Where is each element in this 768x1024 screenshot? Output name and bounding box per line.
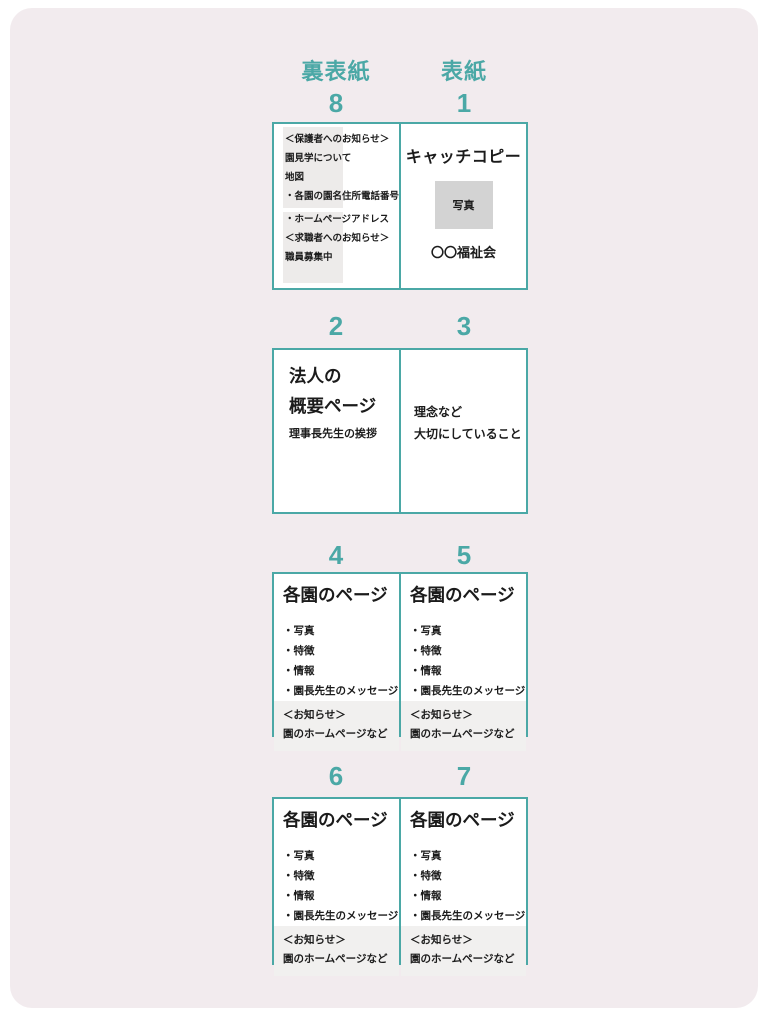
garden-bullet-features: ・特徴 bbox=[410, 870, 442, 882]
garden-page-title: 各園のページ bbox=[410, 585, 515, 605]
garden-page-title: 各園のページ bbox=[283, 810, 388, 830]
photo-placeholder: 写真 bbox=[434, 181, 493, 229]
garden-notice-title: ＜お知らせ＞ bbox=[410, 709, 473, 721]
catchcopy-text: キャッチコピー bbox=[405, 149, 522, 166]
page-number-7: 7 bbox=[456, 761, 472, 791]
philosophy-line1: 理念など bbox=[414, 405, 463, 419]
back-cover-line: ＜保護者へのお知らせ＞ bbox=[285, 134, 390, 145]
garden-notice-section: ＜お知らせ＞ 園のホームページなど bbox=[274, 926, 399, 976]
spread-back-front-cover: ＜保護者へのお知らせ＞ 園見学について 地図 ・各園の園名住所電話番号 ・ホーム… bbox=[272, 122, 528, 290]
garden-bullet-photo: ・写真 bbox=[283, 625, 315, 637]
garden-notice-section: ＜お知らせ＞ 園のホームページなど bbox=[274, 701, 399, 751]
page-1-front-cover: キャッチコピー 写真 〇〇福祉会 bbox=[401, 124, 526, 288]
page-5-garden: 各園のページ ・写真 ・特徴 ・情報 ・園長先生のメッセージ ＜お知らせ＞ 園の… bbox=[401, 574, 526, 751]
spread-4-5: 各園のページ ・写真 ・特徴 ・情報 ・園長先生のメッセージ ＜お知らせ＞ 園の… bbox=[272, 572, 528, 751]
back-cover-line: ＜求職者へのお知らせ＞ bbox=[285, 233, 390, 244]
page-number-8: 8 bbox=[328, 88, 344, 118]
page-number-2: 2 bbox=[328, 311, 344, 341]
garden-page-title: 各園のページ bbox=[410, 810, 515, 830]
page-number-3: 3 bbox=[456, 311, 472, 341]
chairman-greeting-text: 理事長先生の挨拶 bbox=[289, 428, 377, 440]
garden-bullet-message: ・園長先生のメッセージ bbox=[283, 910, 399, 922]
page-number-4: 4 bbox=[328, 540, 344, 570]
garden-notice-section: ＜お知らせ＞ 園のホームページなど bbox=[401, 701, 526, 751]
garden-bullet-features: ・特徴 bbox=[410, 645, 442, 657]
page-6-garden: 各園のページ ・写真 ・特徴 ・情報 ・園長先生のメッセージ ＜お知らせ＞ 園の… bbox=[274, 799, 401, 976]
garden-notice-body: 園のホームページなど bbox=[410, 953, 515, 965]
page-numbers-6-7: 6 7 bbox=[272, 761, 528, 792]
page-number-1: 1 bbox=[456, 88, 472, 118]
garden-bullet-info: ・情報 bbox=[283, 665, 315, 677]
back-cover-line: ・ホームページアドレス bbox=[285, 214, 390, 225]
cover-labels-row: 裏表紙 表紙 bbox=[272, 54, 528, 86]
garden-bullet-photo: ・写真 bbox=[410, 625, 442, 637]
garden-notice-body: 園のホームページなど bbox=[283, 728, 388, 740]
corporate-overview-title: 法人の 概要ページ bbox=[289, 361, 376, 421]
front-cover-label: 表紙 bbox=[440, 59, 487, 84]
philosophy-text: 理念など 大切にしていること bbox=[414, 401, 522, 445]
garden-page-bullets: ・写真 ・特徴 ・情報 ・園長先生のメッセージ bbox=[410, 846, 526, 926]
garden-bullet-features: ・特徴 bbox=[283, 870, 315, 882]
philosophy-line2: 大切にしていること bbox=[414, 427, 522, 441]
page-numbers-4-5: 4 5 bbox=[272, 540, 528, 571]
garden-bullet-features: ・特徴 bbox=[283, 645, 315, 657]
page-3-philosophy: 理念など 大切にしていること bbox=[401, 350, 526, 512]
garden-bullet-message: ・園長先生のメッセージ bbox=[410, 685, 526, 697]
garden-bullet-message: ・園長先生のメッセージ bbox=[283, 685, 399, 697]
page-number-5: 5 bbox=[456, 540, 472, 570]
highlight-block-bottom bbox=[283, 212, 343, 283]
garden-notice-body: 園のホームページなど bbox=[283, 953, 388, 965]
garden-bullet-info: ・情報 bbox=[283, 890, 315, 902]
garden-page-bullets: ・写真 ・特徴 ・情報 ・園長先生のメッセージ bbox=[410, 621, 526, 701]
back-cover-line: 職員募集中 bbox=[285, 252, 333, 263]
garden-bullet-photo: ・写真 bbox=[410, 850, 442, 862]
corporate-overview-title-line2: 概要ページ bbox=[289, 396, 377, 416]
back-cover-line: 園見学について bbox=[285, 153, 352, 164]
garden-notice-title: ＜お知らせ＞ bbox=[410, 934, 473, 946]
spread-6-7: 各園のページ ・写真 ・特徴 ・情報 ・園長先生のメッセージ ＜お知らせ＞ 園の… bbox=[272, 797, 528, 976]
garden-bullet-message: ・園長先生のメッセージ bbox=[410, 910, 526, 922]
back-cover-line: 地図 bbox=[285, 172, 305, 183]
page-7-garden: 各園のページ ・写真 ・特徴 ・情報 ・園長先生のメッセージ ＜お知らせ＞ 園の… bbox=[401, 799, 526, 976]
page-8-back-cover: ＜保護者へのお知らせ＞ 園見学について 地図 ・各園の園名住所電話番号 ・ホーム… bbox=[274, 124, 401, 288]
garden-notice-body: 園のホームページなど bbox=[410, 728, 515, 740]
back-cover-label: 裏表紙 bbox=[301, 59, 371, 84]
garden-notice-title: ＜お知らせ＞ bbox=[283, 709, 346, 721]
garden-page-title: 各園のページ bbox=[283, 585, 388, 605]
back-cover-text: ＜保護者へのお知らせ＞ 園見学について 地図 ・各園の園名住所電話番号 ・ホーム… bbox=[285, 130, 399, 267]
highlight-block-top bbox=[283, 127, 343, 208]
garden-bullet-info: ・情報 bbox=[410, 665, 442, 677]
page-numbers-2-3: 2 3 bbox=[272, 311, 528, 342]
page-4-garden: 各園のページ ・写真 ・特徴 ・情報 ・園長先生のメッセージ ＜お知らせ＞ 園の… bbox=[274, 574, 401, 751]
page-numbers-8-1: 8 1 bbox=[272, 88, 528, 119]
organization-name: 〇〇福祉会 bbox=[430, 245, 496, 260]
garden-page-bullets: ・写真 ・特徴 ・情報 ・園長先生のメッセージ bbox=[283, 846, 399, 926]
spread-2-3: 法人の 概要ページ 理事長先生の挨拶 理念など 大切にしていること bbox=[272, 348, 528, 514]
garden-bullet-info: ・情報 bbox=[410, 890, 442, 902]
garden-page-bullets: ・写真 ・特徴 ・情報 ・園長先生のメッセージ bbox=[283, 621, 399, 701]
garden-bullet-photo: ・写真 bbox=[283, 850, 315, 862]
page-number-6: 6 bbox=[328, 761, 344, 791]
back-cover-line: ・各園の園名住所電話番号 bbox=[285, 191, 400, 202]
photo-label: 写真 bbox=[452, 200, 475, 212]
garden-notice-title: ＜お知らせ＞ bbox=[283, 934, 346, 946]
page-2-corporate-overview: 法人の 概要ページ 理事長先生の挨拶 bbox=[274, 350, 401, 512]
corporate-overview-title-line1: 法人の bbox=[289, 366, 342, 386]
garden-notice-section: ＜お知らせ＞ 園のホームページなど bbox=[401, 926, 526, 976]
